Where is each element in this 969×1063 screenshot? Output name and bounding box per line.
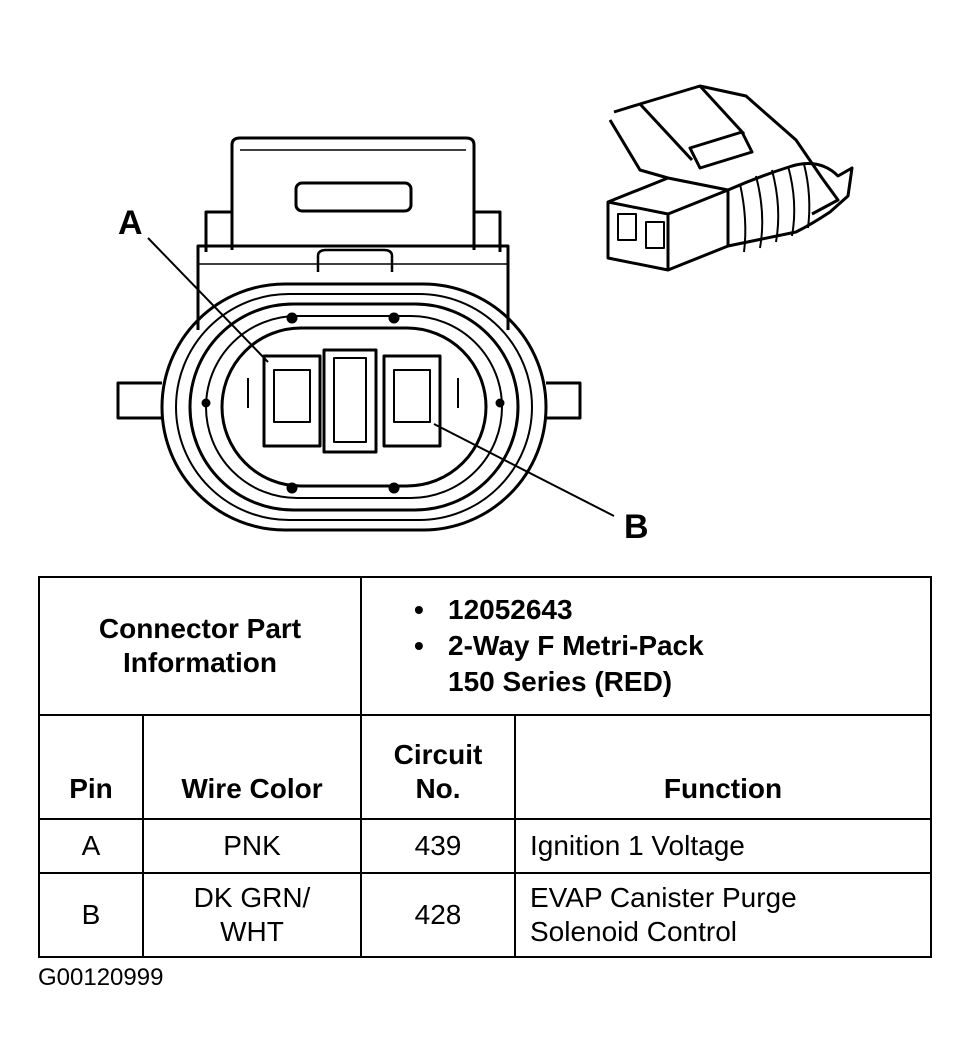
col-header-circuit-no: Circuit No. xyxy=(360,714,516,820)
left-mounting-tab xyxy=(116,381,162,420)
figure-code: G00120999 xyxy=(38,964,164,991)
right-mounting-tab xyxy=(546,381,582,420)
cell-wire-color: DK GRN/ WHT xyxy=(142,872,362,958)
connector-latch xyxy=(204,136,502,252)
col-header-pin: Pin xyxy=(38,714,144,820)
connector-isometric-view xyxy=(606,84,854,272)
cell-pin: A xyxy=(38,818,144,874)
connector-description: 2-Way F Metri-Pack 150 Series (RED) xyxy=(414,628,930,700)
pin-cavity-b xyxy=(382,354,442,448)
leader-line-a xyxy=(147,237,269,363)
connector-diagram xyxy=(116,84,854,532)
cell-pin: B xyxy=(38,872,144,958)
cell-function: Ignition 1 Voltage xyxy=(514,818,932,874)
part-number: 12052643 xyxy=(414,592,930,628)
pin-label-b: B xyxy=(624,508,649,546)
cell-circuit-no: 428 xyxy=(360,872,516,958)
cell-function: EVAP Canister Purge Solenoid Control xyxy=(514,872,932,958)
col-header-function: Function xyxy=(514,714,932,820)
cell-wire-color: PNK xyxy=(142,818,362,874)
connector-upper-body xyxy=(196,244,510,330)
connector-part-header-row: Connector Part Information 12052643 2-Wa… xyxy=(38,576,932,716)
column-header-row: Pin Wire Color Circuit No. Function xyxy=(38,714,932,820)
connector-part-details: 12052643 2-Way F Metri-Pack 150 Series (… xyxy=(360,576,932,716)
table-row: A PNK 439 Ignition 1 Voltage xyxy=(38,818,932,874)
connector-part-info-label: Connector Part Information xyxy=(38,576,362,716)
center-key xyxy=(322,348,378,454)
pin-cavity-a xyxy=(262,354,322,448)
leader-line-b xyxy=(433,423,615,517)
table-row: B DK GRN/ WHT 428 EVAP Canister Purge So… xyxy=(38,872,932,958)
col-header-wire-color: Wire Color xyxy=(142,714,362,820)
connector-seal-rings xyxy=(160,282,548,532)
connector-info-table: Connector Part Information 12052643 2-Wa… xyxy=(38,576,932,958)
cell-circuit-no: 439 xyxy=(360,818,516,874)
pin-label-a: A xyxy=(118,204,143,242)
